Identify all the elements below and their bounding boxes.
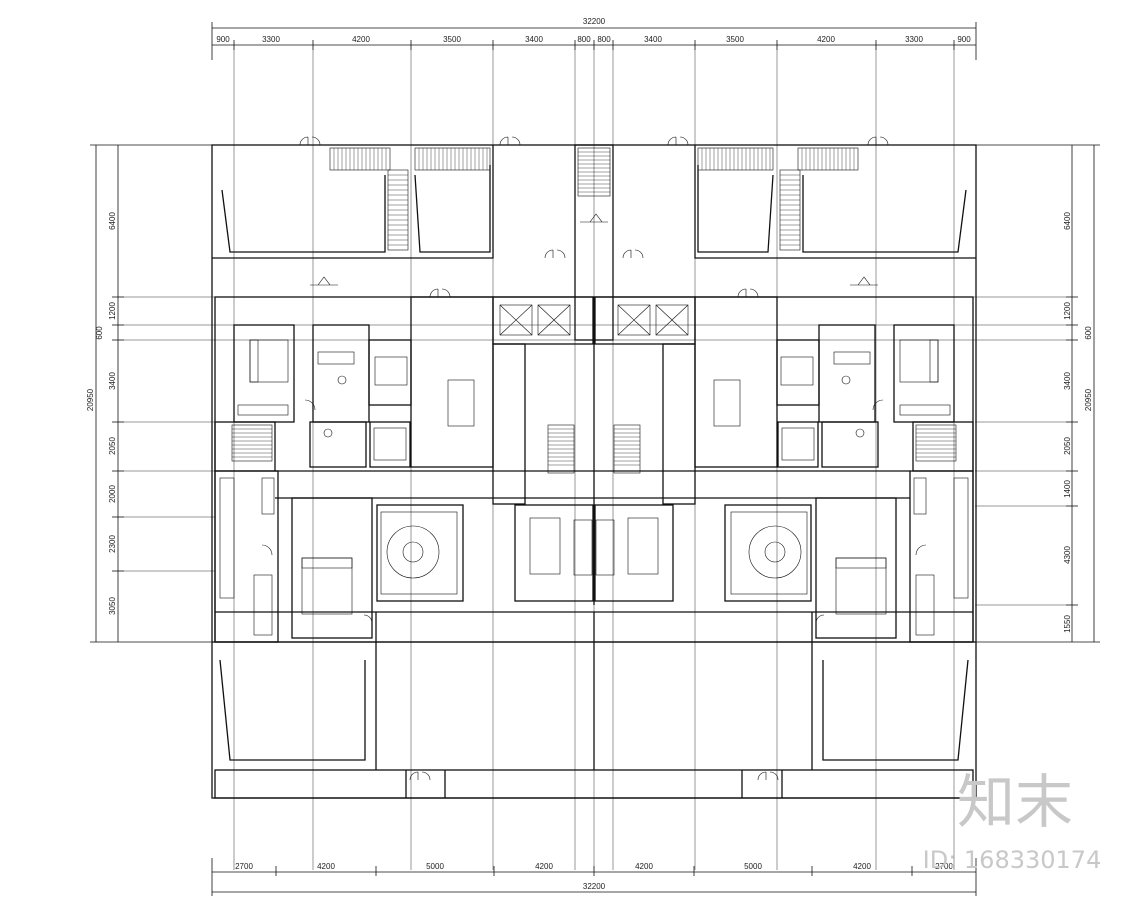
right-dim-7: 4300 [1063, 546, 1072, 564]
left-total-dim: 20950 [86, 388, 95, 411]
furniture [219, 304, 969, 636]
right-dim-5: 2050 [1063, 437, 1072, 455]
right-dim-2: 1200 [1063, 302, 1072, 320]
top-dim-8: 3400 [644, 35, 662, 44]
right-dim-3: 600 [1084, 326, 1093, 340]
top-dim-7: 800 [597, 35, 611, 44]
bottom-dimension-chain [211, 858, 977, 896]
stair-treads [232, 148, 956, 466]
bottom-dim-4: 4200 [535, 862, 553, 871]
top-dim-9: 3500 [726, 35, 744, 44]
level-markers [310, 213, 878, 286]
facade-doors [299, 136, 889, 781]
bottom-dim-7: 4200 [853, 862, 871, 871]
top-dim-6: 800 [577, 35, 591, 44]
top-dim-11: 3300 [905, 35, 923, 44]
right-dim-1: 6400 [1063, 212, 1072, 230]
right-dim-8: 1550 [1063, 615, 1072, 633]
right-dimension-chain [975, 144, 1100, 643]
top-dim-10: 4200 [817, 35, 835, 44]
top-dim-5: 3400 [525, 35, 543, 44]
top-overall-dimension: 32200 [583, 17, 606, 26]
bottom-dim-5: 4200 [635, 862, 653, 871]
top-dim-1: 900 [216, 35, 230, 44]
bottom-dim-1: 2700 [235, 862, 253, 871]
left-dim-3: 600 [95, 326, 104, 340]
bottom-dim-6: 5000 [744, 862, 762, 871]
building-walls [211, 144, 977, 799]
top-dim-2: 3300 [262, 35, 280, 44]
top-dim-3: 4200 [352, 35, 370, 44]
left-dim-8: 3050 [108, 597, 117, 615]
bottom-dim-2: 4200 [317, 862, 335, 871]
watermark-id: ID: 168330174 [923, 846, 1102, 874]
watermark-logo: 知末 [957, 768, 1073, 836]
left-dim-5: 2050 [108, 437, 117, 455]
right-total-dim: 20950 [1084, 388, 1093, 411]
bottom-dim-3: 5000 [426, 862, 444, 871]
left-dim-6: 2000 [108, 485, 117, 503]
left-dim-7: 2300 [108, 535, 117, 553]
right-dim-4: 3400 [1063, 372, 1072, 390]
bottom-segment-labels: 2700 4200 5000 4200 4200 5000 4200 2700 [235, 862, 953, 871]
bottom-dim-8: 2700 [935, 862, 953, 871]
top-dim-12: 900 [957, 35, 971, 44]
left-dim-4: 3400 [108, 372, 117, 390]
right-dim-6: 1400 [1063, 480, 1072, 498]
bottom-overall-dimension: 32200 [583, 882, 606, 891]
right-segment-labels: 6400 1200 600 3400 2050 1400 4300 1550 2… [1063, 212, 1093, 633]
left-dim-1: 6400 [108, 212, 117, 230]
left-dim-2: 1200 [108, 302, 117, 320]
left-segment-labels: 6400 1200 600 3400 2050 2000 2300 3050 2… [86, 212, 117, 615]
top-segment-labels: 900 3300 4200 3500 3400 800 800 3400 350… [216, 35, 971, 44]
top-dim-4: 3500 [443, 35, 461, 44]
